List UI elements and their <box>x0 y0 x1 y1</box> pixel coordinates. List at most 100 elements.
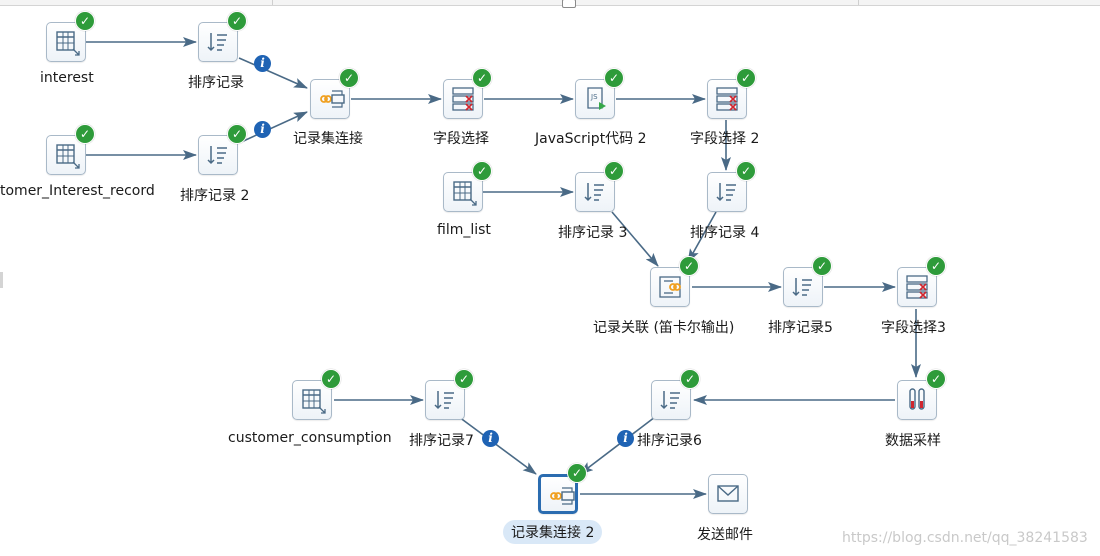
step-customer-interest[interactable]: ✓ <box>46 124 95 175</box>
ruler-handle[interactable] <box>562 0 576 8</box>
sample-tubes-icon <box>909 388 925 410</box>
step-label[interactable]: 排序记录 <box>188 75 244 91</box>
success-check-icon: ✓ <box>567 463 587 483</box>
select-values-icon <box>716 87 738 111</box>
step-cartesian[interactable]: ✓ <box>650 256 699 307</box>
step-sort2[interactable]: ✓ <box>198 124 247 175</box>
info-icon[interactable]: i <box>482 430 499 447</box>
info-icon[interactable]: i <box>254 121 271 138</box>
step-interest[interactable]: ✓ <box>46 11 95 62</box>
success-check-icon: ✓ <box>604 161 624 181</box>
hop-sort3-cartesian[interactable] <box>611 211 659 267</box>
step-box[interactable] <box>198 135 238 175</box>
success-check-icon: ✓ <box>926 256 946 276</box>
step-box[interactable] <box>292 380 332 420</box>
step-sort7[interactable]: ✓ <box>425 369 474 420</box>
step-select3[interactable]: ✓ <box>897 256 946 307</box>
step-sort4[interactable]: ✓ <box>707 161 756 212</box>
top-ruler <box>0 0 1100 8</box>
success-check-icon: ✓ <box>321 369 341 389</box>
step-label[interactable]: customer_consumption <box>228 430 392 446</box>
svg-text:JS: JS <box>590 93 598 101</box>
step-javascript[interactable]: JS ✓ <box>575 68 624 119</box>
step-box[interactable] <box>897 380 937 420</box>
step-label[interactable]: 字段选择3 <box>881 320 946 336</box>
step-sort5[interactable]: ✓ <box>783 256 832 307</box>
success-check-icon: ✓ <box>604 68 624 88</box>
success-check-icon: ✓ <box>75 11 95 31</box>
info-icon[interactable]: i <box>617 430 634 447</box>
step-sort3[interactable]: ✓ <box>575 161 624 212</box>
step-label[interactable]: 字段选择 <box>433 131 489 147</box>
hop-sort1-merge[interactable] <box>238 57 308 89</box>
step-label[interactable]: 字段选择 2 <box>690 131 760 147</box>
step-label[interactable]: 排序记录6 <box>637 433 702 449</box>
ruler-tick <box>272 0 273 5</box>
step-label[interactable]: 排序记录7 <box>409 433 474 449</box>
success-check-icon: ✓ <box>472 161 492 181</box>
success-check-icon: ✓ <box>454 369 474 389</box>
success-check-icon: ✓ <box>926 369 946 389</box>
success-check-icon: ✓ <box>227 11 247 31</box>
join-rows-icon <box>659 276 681 298</box>
step-label[interactable]: 排序记录 4 <box>690 225 760 241</box>
step-label[interactable]: JavaScript代码 2 <box>535 131 647 147</box>
table-input-icon <box>302 389 326 414</box>
step-label[interactable]: 数据采样 <box>885 433 941 449</box>
success-check-icon: ✓ <box>812 256 832 276</box>
success-check-icon: ✓ <box>736 161 756 181</box>
select-values-icon <box>906 275 928 299</box>
step-merge-join2[interactable]: ✓ <box>538 463 587 514</box>
watermark: https://blog.csdn.net/qq_38241583 <box>842 530 1088 546</box>
sort-icon <box>207 146 227 165</box>
step-label[interactable]: tomer_Interest_record <box>0 183 155 199</box>
step-merge-join[interactable]: ✓ <box>310 68 359 119</box>
sort-icon <box>584 183 604 202</box>
step-select1[interactable]: ✓ <box>443 68 492 119</box>
step-mail[interactable] <box>708 474 748 514</box>
sort-icon <box>716 183 736 202</box>
table-input-icon <box>56 31 80 56</box>
step-label[interactable]: 记录关联 (笛卡尔输出) <box>593 320 735 336</box>
table-input-icon <box>56 144 80 169</box>
left-edge-tab[interactable] <box>0 272 3 288</box>
merge-join-icon <box>550 487 575 505</box>
step-label[interactable]: interest <box>40 70 94 86</box>
step-film-list[interactable]: ✓ <box>443 161 492 212</box>
success-check-icon: ✓ <box>736 68 756 88</box>
success-check-icon: ✓ <box>339 68 359 88</box>
success-check-icon: ✓ <box>679 256 699 276</box>
step-label[interactable]: 排序记录 2 <box>180 188 250 204</box>
step-label[interactable]: 排序记录 3 <box>558 225 628 241</box>
select-values-icon <box>452 87 474 111</box>
step-label[interactable]: 发送邮件 <box>697 527 753 543</box>
step-sort6[interactable]: ✓ <box>651 369 700 420</box>
step-customer-consumption[interactable]: ✓ <box>292 369 341 420</box>
step-label[interactable]: film_list <box>437 222 491 238</box>
javascript-icon: JS <box>587 87 606 110</box>
hop-sort2-merge[interactable] <box>238 111 308 144</box>
step-label[interactable]: 记录集连接 2 <box>503 520 603 544</box>
info-icon[interactable]: i <box>254 55 271 72</box>
step-box[interactable] <box>708 474 748 514</box>
sort-icon <box>792 278 812 297</box>
success-check-icon: ✓ <box>472 68 492 88</box>
step-label[interactable]: 排序记录5 <box>768 320 833 336</box>
step-sampling[interactable]: ✓ <box>897 369 946 420</box>
hop-sort6-merge2[interactable] <box>579 416 656 475</box>
success-check-icon: ✓ <box>227 124 247 144</box>
hop-sort7-merge2[interactable] <box>458 416 537 475</box>
table-input-icon <box>453 181 477 206</box>
ruler-tick <box>858 0 859 5</box>
step-label[interactable]: 记录集连接 <box>293 131 363 147</box>
hop-sort4-cartesian[interactable] <box>687 211 717 263</box>
step-sort1[interactable]: ✓ <box>198 11 247 62</box>
success-check-icon: ✓ <box>680 369 700 389</box>
sort-icon <box>207 33 227 52</box>
success-check-icon: ✓ <box>75 124 95 144</box>
step-select2[interactable]: ✓ <box>707 68 756 119</box>
sort-icon <box>434 391 454 410</box>
mail-icon <box>717 485 739 502</box>
